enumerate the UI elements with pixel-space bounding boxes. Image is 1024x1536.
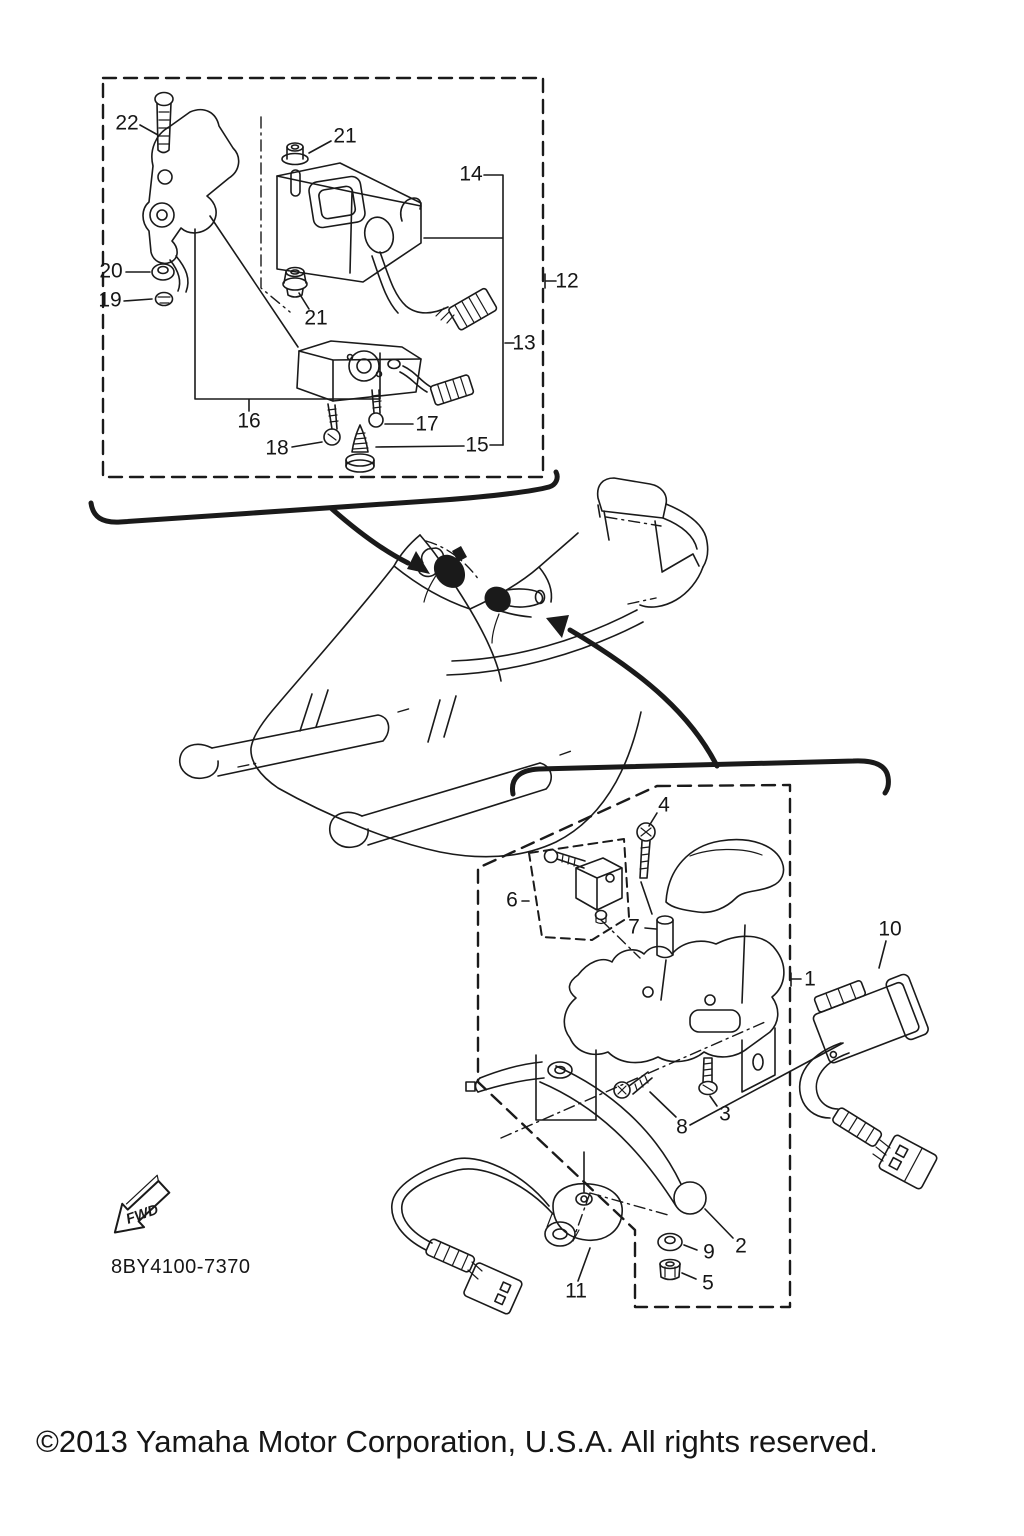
clip-19 [154, 291, 174, 307]
upper-centerline [260, 116, 291, 313]
callout-9: 9 [703, 1240, 715, 1264]
callout-8: 8 [676, 1115, 688, 1139]
callout-19: 19 [98, 288, 122, 312]
callout-12: 12 [555, 269, 579, 293]
upper-dashed-border [101, 76, 545, 479]
switch-block-6 [543, 848, 623, 925]
clamp-bracket [535, 1049, 597, 1121]
hood-outline [250, 534, 642, 858]
callout-5: 5 [702, 1271, 714, 1295]
seat-and-rack [538, 477, 709, 608]
bolt-part-22 [154, 91, 174, 154]
callout-1: 1 [804, 967, 816, 991]
callout-3: 3 [719, 1102, 731, 1126]
callout-10: 10 [878, 917, 902, 941]
coil-10 [798, 973, 938, 1190]
callout-21: 21 [304, 306, 328, 330]
lever-housing [563, 935, 785, 1093]
screw-18 [323, 403, 341, 446]
pump-wire-connector [399, 365, 475, 406]
screw-8 [613, 1071, 653, 1099]
screw-3 [698, 1057, 718, 1096]
lower-leader-lines [521, 812, 887, 1282]
callout-21: 21 [333, 124, 357, 148]
handle-cover [665, 838, 785, 914]
callout-11: 11 [565, 1279, 587, 1303]
callout-22: 22 [115, 111, 139, 135]
lower-dashed-border [476, 783, 792, 1309]
callout-2: 2 [735, 1234, 747, 1258]
callout-6: 6 [506, 888, 518, 912]
screw-15 [345, 424, 375, 473]
centerline-9-5 [572, 1192, 669, 1241]
washer-9 [657, 1232, 683, 1252]
lower-arrowhead [546, 615, 569, 638]
assembly-centerline [500, 1021, 766, 1139]
screw-17 [368, 389, 384, 428]
handlebar-grips [417, 546, 546, 644]
callout-15: 15 [465, 433, 489, 457]
washer-20 [151, 263, 175, 281]
lower-parts-box [391, 783, 938, 1315]
snowmobile [179, 477, 709, 858]
skis [179, 689, 575, 849]
switch-group-dashed-border [528, 838, 630, 941]
servo-unit [276, 162, 422, 283]
mounting-bracket [142, 108, 240, 293]
callout-20: 20 [99, 259, 123, 283]
callout-18: 18 [265, 436, 289, 460]
callout-7: 7 [628, 915, 640, 939]
fwd-label: FWD [124, 1202, 161, 1228]
callout-17: 17 [415, 412, 439, 436]
upper-balloon [88, 469, 560, 574]
rubber-damper-upper [281, 142, 309, 197]
fwd-arrow: FWD [113, 1174, 171, 1234]
lower-balloon [509, 615, 891, 797]
copyright-line: ©2013 Yamaha Motor Corporation, U.S.A. A… [36, 1424, 878, 1459]
brake-lever-2 [465, 1061, 707, 1215]
diagram-code: 8BY4100-7370 [111, 1256, 251, 1278]
callout-14: 14 [459, 162, 483, 186]
callout-13: 13 [512, 331, 536, 355]
upper-leader-lines [123, 124, 557, 448]
nut-5 [659, 1258, 681, 1281]
collar-7 [656, 915, 674, 959]
pump-unit [296, 340, 422, 402]
centerline-6-7 [600, 919, 641, 959]
servo-wire-connector [371, 251, 498, 331]
screw-4 [636, 822, 656, 879]
brake-switch-11 [391, 1151, 623, 1315]
upper-parts-box [101, 76, 557, 479]
callout-16: 16 [237, 409, 261, 433]
upper-arrowhead [407, 551, 430, 574]
callout-4: 4 [658, 793, 670, 817]
